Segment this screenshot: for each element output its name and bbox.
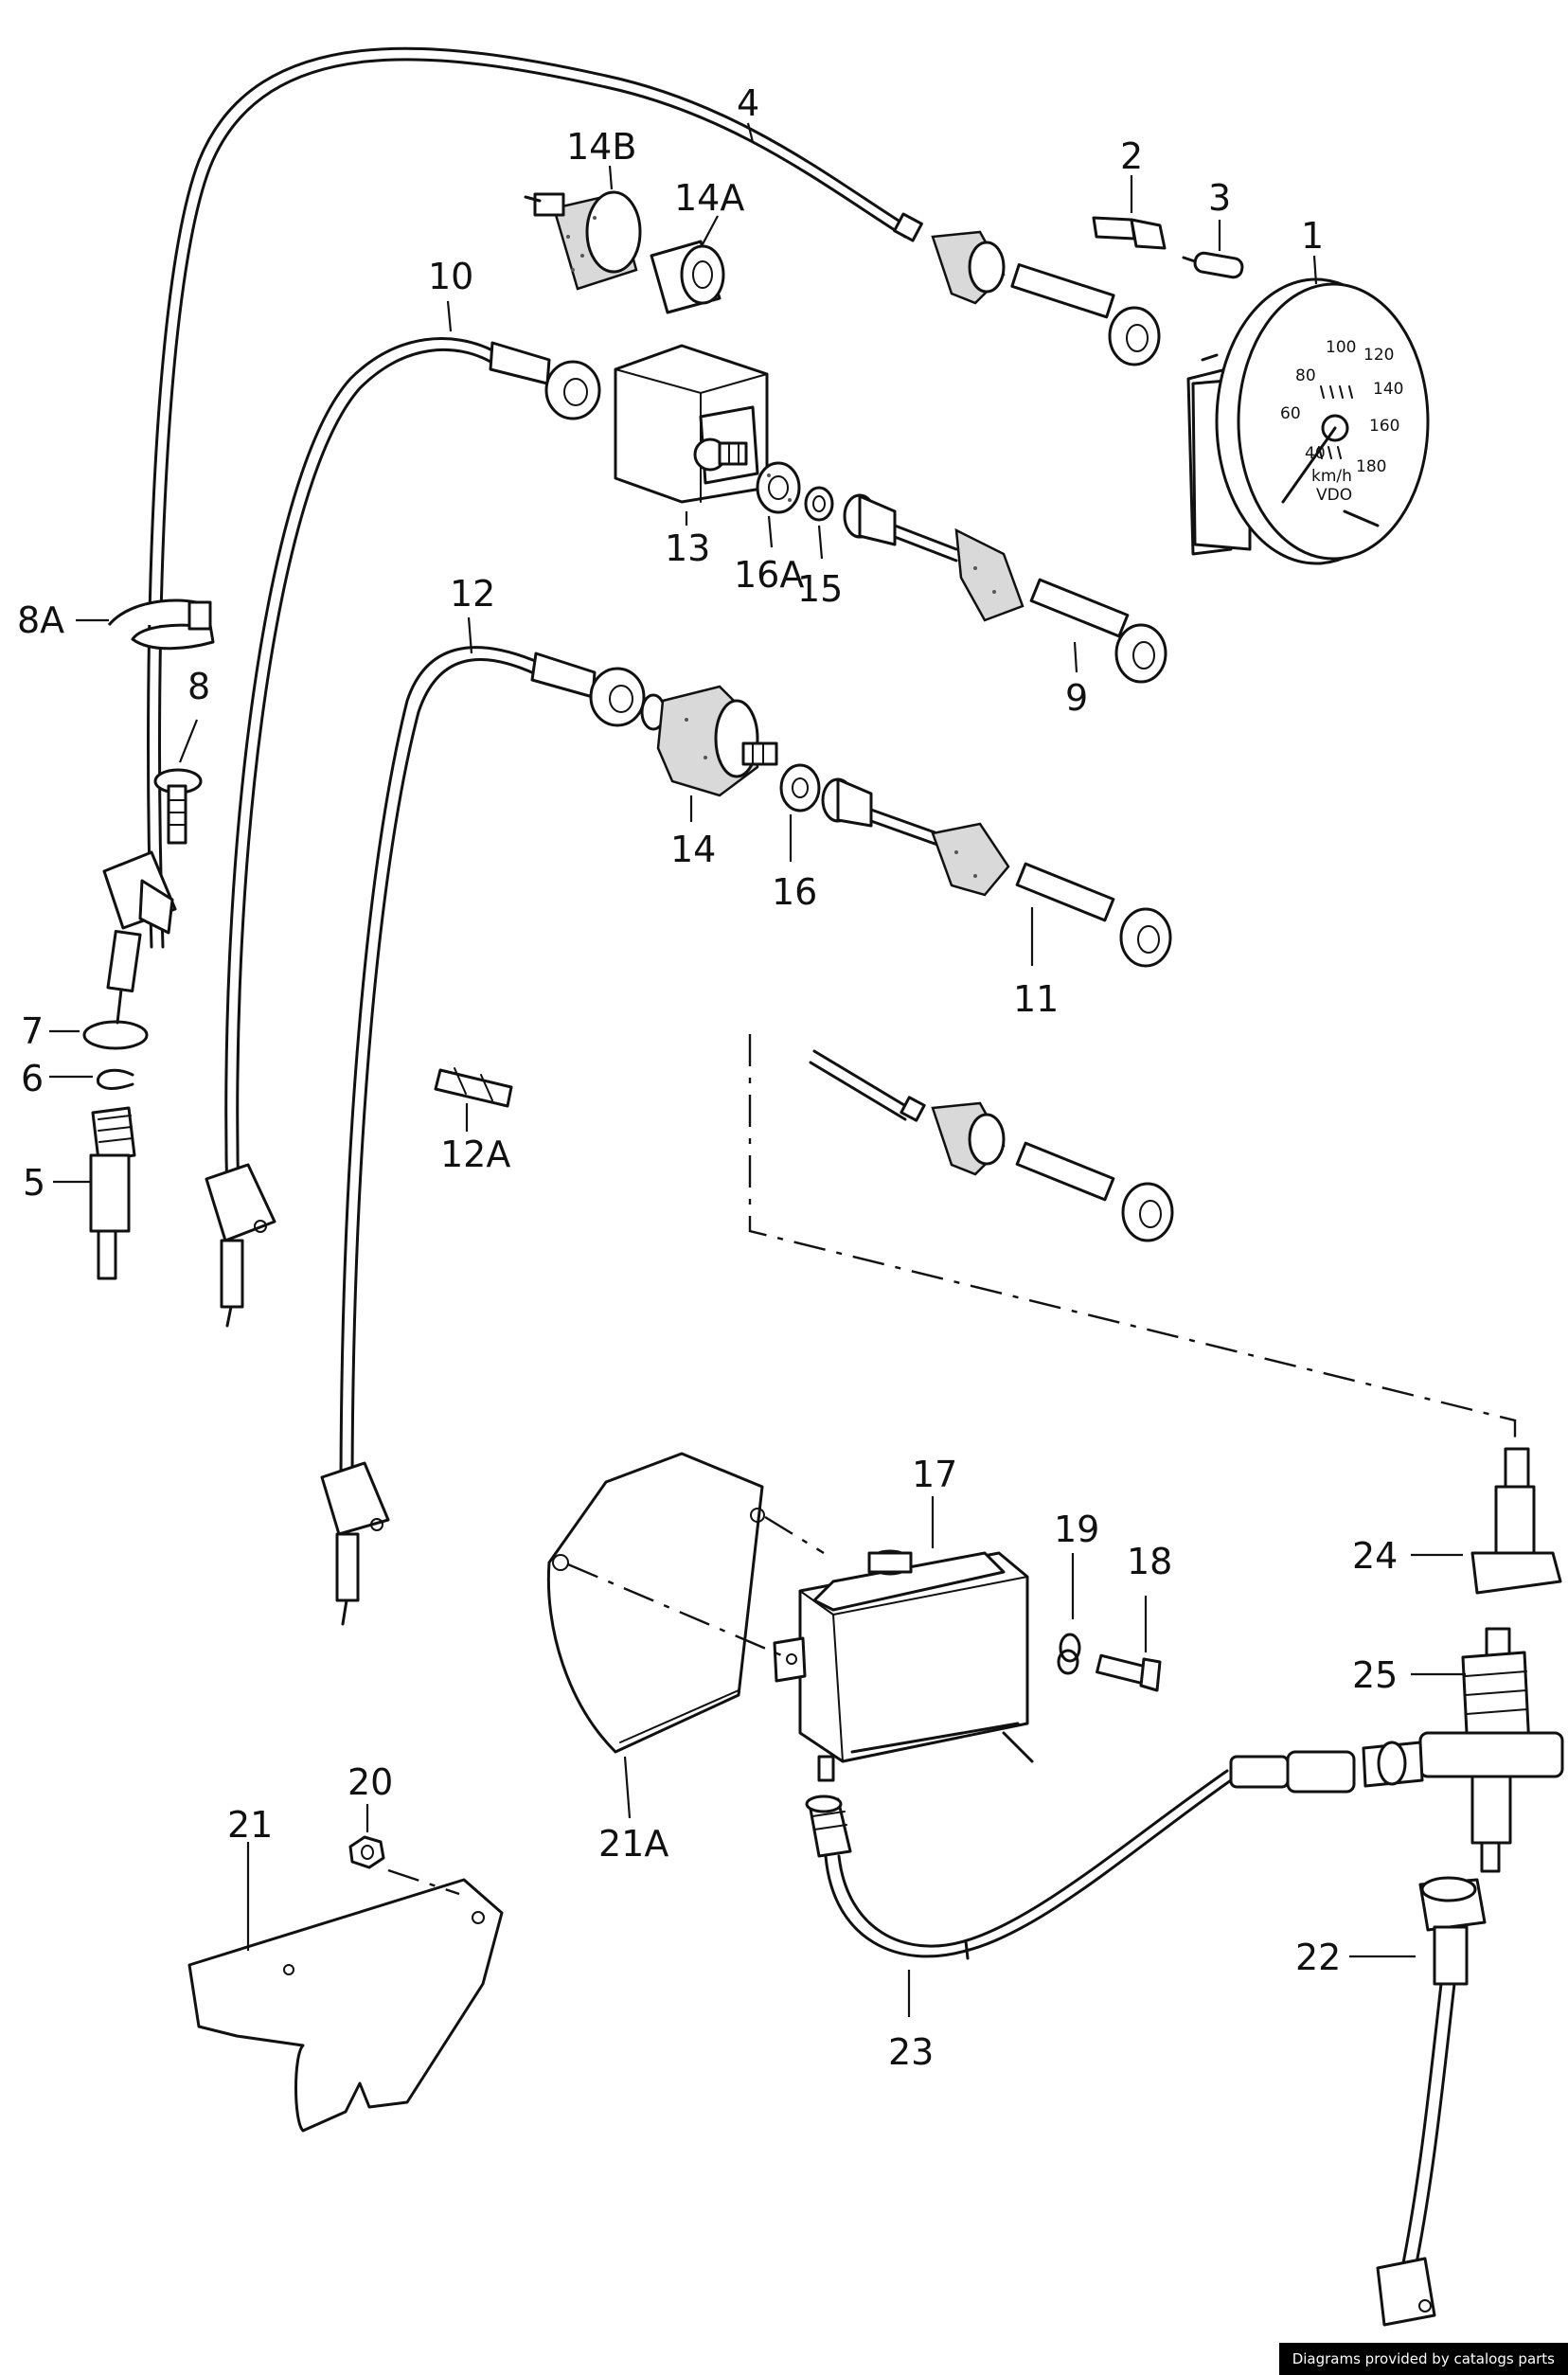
part-24-fitting (1470, 1447, 1562, 1595)
label-8: 8 (187, 666, 210, 707)
part-16a-nut (756, 461, 801, 514)
label-4: 4 (737, 82, 759, 124)
part-21-bracket (187, 1868, 504, 2133)
speedometer-tick-140: 140 (1373, 380, 1403, 399)
part-14-sender (640, 685, 778, 797)
label-7: 7 (21, 1010, 44, 1052)
part-4-cable (102, 46, 923, 1025)
part-4-adapter (931, 230, 1161, 366)
label-19: 19 (1054, 1509, 1099, 1550)
label-20: 20 (347, 1761, 393, 1803)
part-23-hose (805, 1750, 1356, 1960)
label-18: 18 (1127, 1541, 1172, 1582)
label-2: 2 (1120, 135, 1143, 177)
label-14b: 14B (566, 126, 636, 168)
label-14: 14 (670, 829, 716, 870)
speedometer-tick-120: 120 (1363, 346, 1394, 365)
label-5: 5 (23, 1162, 45, 1204)
part-17-reservoir (773, 1549, 1034, 1782)
speedometer-unit: km/h (1311, 467, 1352, 486)
label-21: 21 (227, 1804, 273, 1846)
label-16: 16 (772, 871, 817, 913)
label-12a: 12A (440, 1134, 510, 1175)
part-12-cable (320, 646, 646, 1626)
part-1-speedometer: 40 60 80 100 120 140 160 180 km/h VDO (1186, 277, 1430, 565)
label-3: 3 (1208, 177, 1231, 219)
part-25-t-fitting (1362, 1627, 1564, 1873)
label-10: 10 (428, 256, 473, 297)
speedometer-brand: VDO (1316, 486, 1352, 505)
label-13: 13 (665, 527, 710, 569)
label-11: 11 (1013, 978, 1059, 1020)
label-6: 6 (21, 1058, 44, 1099)
part-7-o-ring (82, 1020, 149, 1050)
part-9-adapter (843, 493, 1167, 684)
label-21a: 21A (598, 1823, 668, 1865)
part-12a-clip (434, 1067, 513, 1108)
part-22-cable (1376, 1876, 1487, 2327)
part-20-nut (348, 1835, 385, 1869)
speedometer-tick-60: 60 (1280, 404, 1301, 423)
part-15-washer (804, 486, 834, 522)
speedometer-tick-80: 80 (1295, 366, 1316, 385)
speedometer-tick-160: 160 (1369, 417, 1399, 436)
credit-banner: Diagrams provided by catalogs parts (1278, 2343, 1568, 2375)
part-14b-sender (524, 190, 642, 291)
label-17: 17 (912, 1454, 957, 1495)
label-22: 22 (1295, 1937, 1341, 1978)
speedometer-tick-40: 40 (1305, 444, 1326, 463)
part-5-drive-gear (89, 1106, 136, 1280)
part-10-cable (205, 337, 601, 1328)
label-25: 25 (1352, 1654, 1398, 1696)
inset-alternative-version (748, 1034, 1517, 1449)
part-11-adapter (821, 777, 1172, 968)
part-8-screw (153, 768, 203, 845)
speedometer-tick-180: 180 (1356, 457, 1386, 476)
part-13-housing (614, 344, 769, 504)
part-2-bulb-holder (1092, 216, 1167, 250)
callout-labels: 1 2 3 4 5 6 7 8 8A 9 10 11 12 12A 13 14 … (17, 82, 1398, 2073)
part-19-washer (1057, 1633, 1081, 1675)
part-18-bolt (1096, 1653, 1162, 1692)
part-8a-clip (107, 598, 215, 651)
label-24: 24 (1352, 1535, 1398, 1577)
label-16a: 16A (734, 554, 804, 596)
label-9: 9 (1065, 677, 1088, 719)
part-21a-shield (546, 1452, 825, 1754)
label-14a: 14A (674, 177, 744, 219)
label-12: 12 (450, 573, 495, 615)
label-8a: 8A (17, 599, 64, 641)
label-15: 15 (797, 568, 843, 610)
part-3-bulb (1182, 251, 1244, 279)
leader-lines (49, 122, 1466, 2017)
part-6-circlip (97, 1068, 134, 1090)
part-14a-sender (650, 240, 725, 314)
label-1: 1 (1301, 215, 1324, 257)
label-23: 23 (888, 2031, 934, 2073)
part-16-nut (779, 763, 821, 812)
speedometer-tick-100: 100 (1326, 338, 1356, 357)
